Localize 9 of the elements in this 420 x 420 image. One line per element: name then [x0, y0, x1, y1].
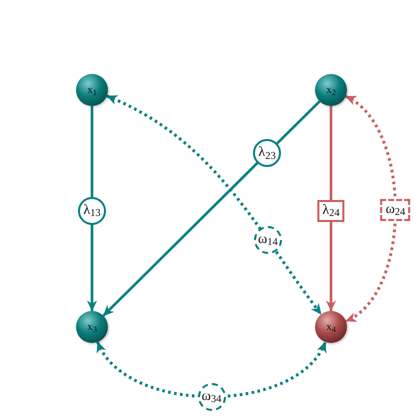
edge-label: λ$_{13}$ [78, 196, 106, 225]
edge-label: ω$_{24}$ [380, 198, 410, 221]
edge-label: λ$_{23}$ [253, 139, 282, 168]
arrow [326, 106, 336, 312]
dotted-double-arrow [96, 341, 327, 398]
dotted-double-arrow [344, 95, 397, 322]
edge-label: λ$_{24}$ [317, 200, 345, 222]
edge-label: ω$_{34}$ [198, 382, 226, 411]
edge-label: ω$_{14}$ [254, 226, 282, 254]
